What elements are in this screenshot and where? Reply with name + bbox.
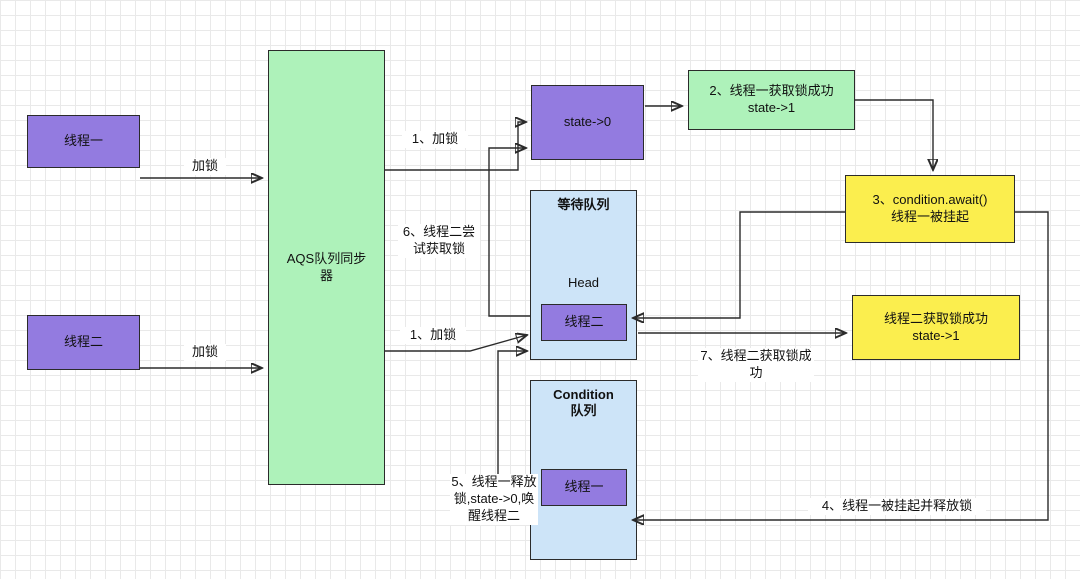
step3-node: 3、condition.await() 线程一被挂起 [845, 175, 1015, 243]
step2-line1: 2、线程一获取锁成功 [709, 83, 834, 99]
state-node: state->0 [531, 85, 644, 160]
edge-label-step1-bottom: 1、加锁 [400, 327, 466, 344]
thread2-node: 线程二 [27, 315, 140, 370]
step2-line2: state->1 [747, 100, 796, 115]
thread2-label: 线程二 [63, 334, 103, 350]
condition-queue-node: Condition 队列 线程一 [530, 380, 637, 560]
edge-label-step7: 7、线程二获取锁成功 [698, 348, 814, 382]
step2-node: 2、线程一获取锁成功 state->1 [688, 70, 855, 130]
step7-result-node: 线程二获取锁成功 state->1 [852, 295, 1020, 360]
aqs-label: AQS队列同步器 [286, 250, 367, 283]
edge-label-step4: 4、线程一被挂起并释放锁 [808, 498, 986, 515]
edge-label-step1-top: 1、加锁 [402, 131, 468, 148]
edge-label-step6: 6、线程二尝试获取锁 [398, 224, 480, 258]
step7-line1: 线程二获取锁成功 [883, 310, 988, 326]
step3-line1: 3、condition.await() [872, 192, 988, 208]
wait-queue-thread2-node: 线程二 [541, 304, 627, 341]
arrow-step2-to-step3 [855, 99, 933, 170]
state-label: state->0 [563, 114, 612, 130]
wait-queue-head-label: Head [567, 275, 600, 290]
wait-queue-node: 等待队列 Head 线程二 [530, 190, 637, 360]
condition-queue-thread1-node: 线程一 [541, 469, 627, 506]
arrow-wait-queue-to-state [488, 148, 531, 317]
edge-label-thread2-lock: 加锁 [184, 344, 226, 361]
arrow-step3-to-wait-queue [633, 211, 845, 318]
condition-queue-title: Condition 队列 [531, 387, 636, 418]
step7-line2: state->1 [912, 327, 960, 343]
edge-label-thread1-lock: 加锁 [184, 158, 226, 175]
condition-queue-title-line2: 队列 [570, 402, 597, 418]
wait-queue-title: 等待队列 [557, 197, 610, 212]
edge-label-step5: 5、线程一释放锁,state->0,唤醒线程二 [450, 474, 538, 525]
condition-queue-title-line1: Condition [553, 387, 614, 402]
arrow-step3-to-condition-queue [633, 211, 1049, 520]
aqs-synchronizer-node: AQS队列同步器 [268, 50, 385, 485]
thread1-label: 线程一 [63, 133, 103, 149]
step3-line2: 线程一被挂起 [890, 209, 969, 224]
wait-queue-thread2-label: 线程二 [564, 314, 604, 330]
condition-queue-thread1-label: 线程一 [564, 479, 604, 495]
thread1-node: 线程一 [27, 115, 140, 168]
